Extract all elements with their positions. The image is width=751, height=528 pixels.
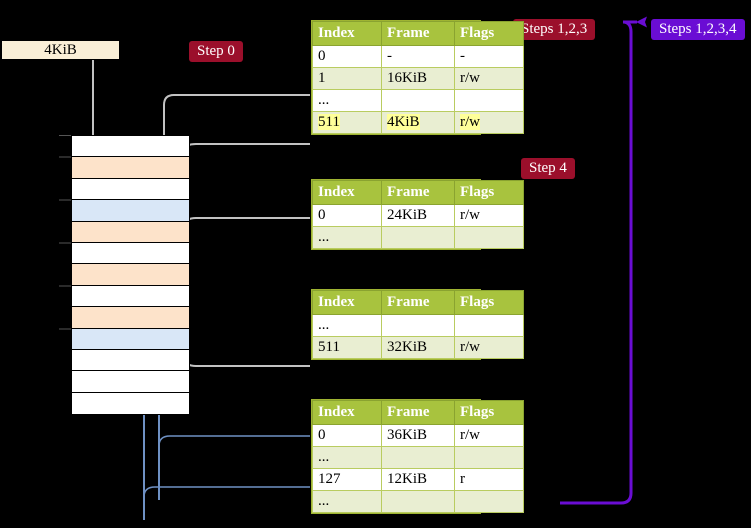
memory-frame-row — [72, 328, 189, 350]
entry-frame: 12KiB — [381, 468, 455, 491]
column-header-index: Index — [312, 21, 382, 46]
entry-frame: 24KiB — [381, 204, 455, 227]
table-row: 0-- — [312, 45, 524, 68]
entry-index: 1 — [312, 67, 382, 90]
memory-frame-row — [72, 157, 189, 179]
entry-flags: r/w — [454, 424, 524, 447]
badge-step-4: Step 4 — [521, 158, 575, 179]
column-header-flags: Flags — [454, 21, 524, 46]
entry-index: 0 — [312, 45, 382, 68]
entry-index: 511 — [312, 111, 382, 134]
column-header-index: Index — [312, 400, 382, 425]
entry-flags: r/w — [454, 67, 524, 90]
entry-index: ... — [312, 226, 382, 249]
entry-flags — [454, 89, 524, 112]
column-header-index: Index — [312, 290, 382, 315]
memory-frame-row — [72, 178, 189, 201]
entry-index: 0 — [312, 424, 382, 447]
column-header-frame: Frame — [381, 180, 455, 205]
memory-frame-row — [72, 136, 189, 158]
entry-index: ... — [312, 314, 382, 337]
table-row: ... — [312, 490, 524, 513]
entry-index: 511 — [312, 336, 382, 359]
memory-frame-row — [72, 200, 189, 222]
entry-frame: - — [381, 45, 455, 68]
entry-frame: 32KiB — [381, 336, 455, 359]
entry-frame: 36KiB — [381, 424, 455, 447]
memory-frame-row — [72, 392, 189, 415]
entry-frame: 4KiB — [381, 111, 455, 134]
badge-steps-123: Steps 1,2,3 — [513, 19, 596, 40]
memory-frame-row — [72, 285, 189, 308]
entry-flags: r/w — [454, 111, 524, 134]
table-row: ... — [312, 446, 524, 469]
entry-frame — [381, 446, 455, 469]
entry-frame — [381, 226, 455, 249]
memory-frame-row — [72, 242, 189, 265]
entry-index: 127 — [312, 468, 382, 491]
entry-index: 0 — [312, 204, 382, 227]
badge-step-0: Step 0 — [189, 41, 243, 62]
entry-flags: r/w — [454, 336, 524, 359]
entry-frame: 16KiB — [381, 67, 455, 90]
memory-frame-row — [72, 221, 189, 243]
entry-index: ... — [312, 490, 382, 513]
entry-flags — [454, 226, 524, 249]
badge-steps-1234: Steps 1,2,3,4 — [651, 19, 745, 40]
column-header-flags: Flags — [454, 400, 524, 425]
column-header-frame: Frame — [381, 21, 455, 46]
memory-frame-row — [72, 264, 189, 286]
physical-memory-strip — [71, 135, 190, 415]
entry-flags — [454, 314, 524, 337]
entry-frame — [381, 490, 455, 513]
entry-index: ... — [312, 446, 382, 469]
entry-flags: r — [454, 468, 524, 491]
column-header-frame: Frame — [381, 290, 455, 315]
memory-frame-row — [72, 307, 189, 329]
column-header-frame: Frame — [381, 400, 455, 425]
table-row: ... — [312, 314, 524, 337]
entry-frame — [381, 314, 455, 337]
entry-flags — [454, 446, 524, 469]
column-header-flags: Flags — [454, 290, 524, 315]
memory-frame-row — [72, 371, 189, 393]
table-row: ... — [312, 89, 524, 112]
memory-frame-row — [72, 349, 189, 372]
entry-frame — [381, 89, 455, 112]
table-row: ... — [312, 226, 524, 249]
entry-flags — [454, 490, 524, 513]
entry-flags: r/w — [454, 204, 524, 227]
entry-index: ... — [312, 89, 382, 112]
column-header-index: Index — [312, 180, 382, 205]
memory-size-box: 4KiB — [1, 40, 120, 60]
column-header-flags: Flags — [454, 180, 524, 205]
entry-flags: - — [454, 45, 524, 68]
